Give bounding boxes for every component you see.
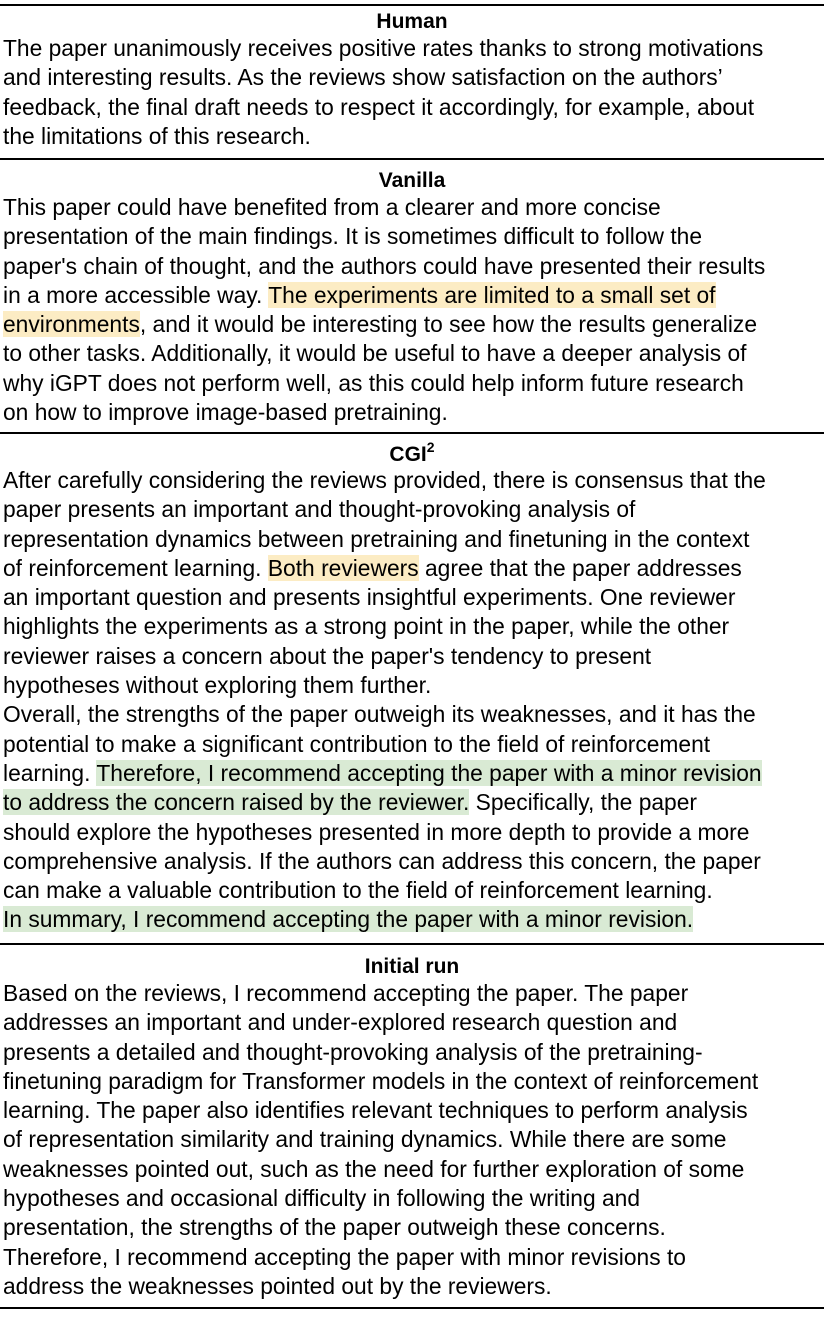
highlight-yellow: Both reviewers: [267, 554, 419, 581]
section-heading-initial-run: Initial run: [364, 955, 460, 978]
highlight-yellow: environments: [3, 311, 140, 338]
text-line: hypotheses without exploring them furthe…: [3, 672, 432, 699]
text-line: feedback, the final draft needs to respe…: [3, 93, 755, 120]
text-line: address the weaknesses pointed out by th…: [3, 1272, 552, 1299]
highlight-green: to address the concern raised by the rev…: [3, 789, 470, 816]
text-line: on how to improve image-based pretrainin…: [3, 399, 448, 426]
text-line: hypotheses and occasional difficulty in …: [3, 1185, 641, 1212]
text-line: environments, and it would be interestin…: [3, 310, 831, 339]
text-line: The paper unanimously receives positive …: [3, 35, 764, 61]
text-line: the limitations of this research.: [3, 122, 311, 149]
section-heading-vanilla: Vanilla: [378, 169, 446, 192]
text-line: in a more accessible way. The experiment…: [3, 281, 831, 310]
text-line: addresses an important and under-explore…: [3, 1009, 678, 1036]
text-line: representation dynamics between pretrain…: [3, 525, 750, 552]
text-line: After carefully considering the reviews …: [3, 467, 766, 493]
text-line: presentation of the main findings. It is…: [3, 223, 703, 250]
text-segment: in a more accessible way.: [3, 281, 269, 308]
text-line: Based on the reviews, I recommend accept…: [3, 980, 689, 1006]
text-line: should explore the hypotheses presented …: [3, 818, 750, 845]
text-line: highlights the experiments as a strong p…: [3, 613, 730, 640]
section-heading-cgi2: CGI2: [0, 439, 824, 468]
text-segment: , and it would be interesting to see how…: [139, 311, 758, 338]
text-line: paper presents an important and thought-…: [3, 496, 636, 523]
text-segment: of reinforcement learning.: [3, 554, 268, 581]
highlight-green: Therefore, I recommend accepting the pap…: [96, 759, 762, 786]
text-line: learning. The paper also identifies rele…: [3, 1097, 748, 1124]
text-line: to other tasks. Additionally, it would b…: [3, 340, 747, 367]
text-line: In summary, I recommend accepting the pa…: [3, 905, 831, 934]
text-line: of representation similarity and trainin…: [3, 1126, 727, 1153]
section-rule: [0, 158, 824, 160]
text-line: learning. Therefore, I recommend accepti…: [3, 759, 831, 788]
section-heading-human: Human: [376, 10, 448, 33]
text-line: Therefore, I recommend accepting the pap…: [3, 1243, 686, 1270]
text-line: weaknesses pointed out, such as the need…: [3, 1155, 745, 1182]
text-line: comprehensive analysis. If the authors c…: [3, 847, 761, 874]
text-line: and interesting results. As the reviews …: [3, 64, 723, 91]
text-line: paper's chain of thought, and the author…: [3, 252, 766, 279]
text-line: why iGPT does not perform well, as this …: [3, 369, 744, 396]
top-rule: [0, 4, 824, 6]
section-rule: [0, 432, 824, 434]
text-line: finetuning paradigm for Transformer mode…: [3, 1067, 759, 1094]
text-line: can make a valuable contribution to the …: [3, 877, 713, 904]
text-segment: Specifically, the paper: [469, 789, 697, 816]
text-segment: agree that the paper addresses: [418, 554, 742, 581]
text-line: of reinforcement learning. Both reviewer…: [3, 554, 831, 583]
highlight-yellow: The experiments are limited to a small s…: [268, 281, 716, 308]
text-line: presentation, the strengths of the paper…: [3, 1214, 666, 1241]
human-text: The paper unanimously receives positive …: [3, 34, 831, 151]
text-line: potential to make a significant contribu…: [3, 730, 711, 757]
text-line: to address the concern raised by the rev…: [3, 788, 831, 817]
section-rule: [0, 943, 824, 945]
vanilla-text: This paper could have benefited from a c…: [3, 193, 831, 427]
text-line: an important question and presents insig…: [3, 584, 736, 611]
initial-run-text: Based on the reviews, I recommend accept…: [3, 979, 831, 1301]
text-line: presents a detailed and thought-provokin…: [3, 1038, 703, 1065]
heading-superscript: 2: [426, 439, 435, 455]
bottom-rule: [0, 1307, 824, 1309]
highlight-green: In summary, I recommend accepting the pa…: [3, 906, 694, 933]
cgi2-text: After carefully considering the reviews …: [3, 466, 831, 935]
text-line: This paper could have benefited from a c…: [3, 194, 661, 220]
text-segment: learning.: [3, 759, 97, 786]
text-line: Overall, the strengths of the paper outw…: [3, 701, 756, 728]
text-line: reviewer raises a concern about the pape…: [3, 642, 652, 669]
heading-text: CGI: [389, 443, 427, 466]
